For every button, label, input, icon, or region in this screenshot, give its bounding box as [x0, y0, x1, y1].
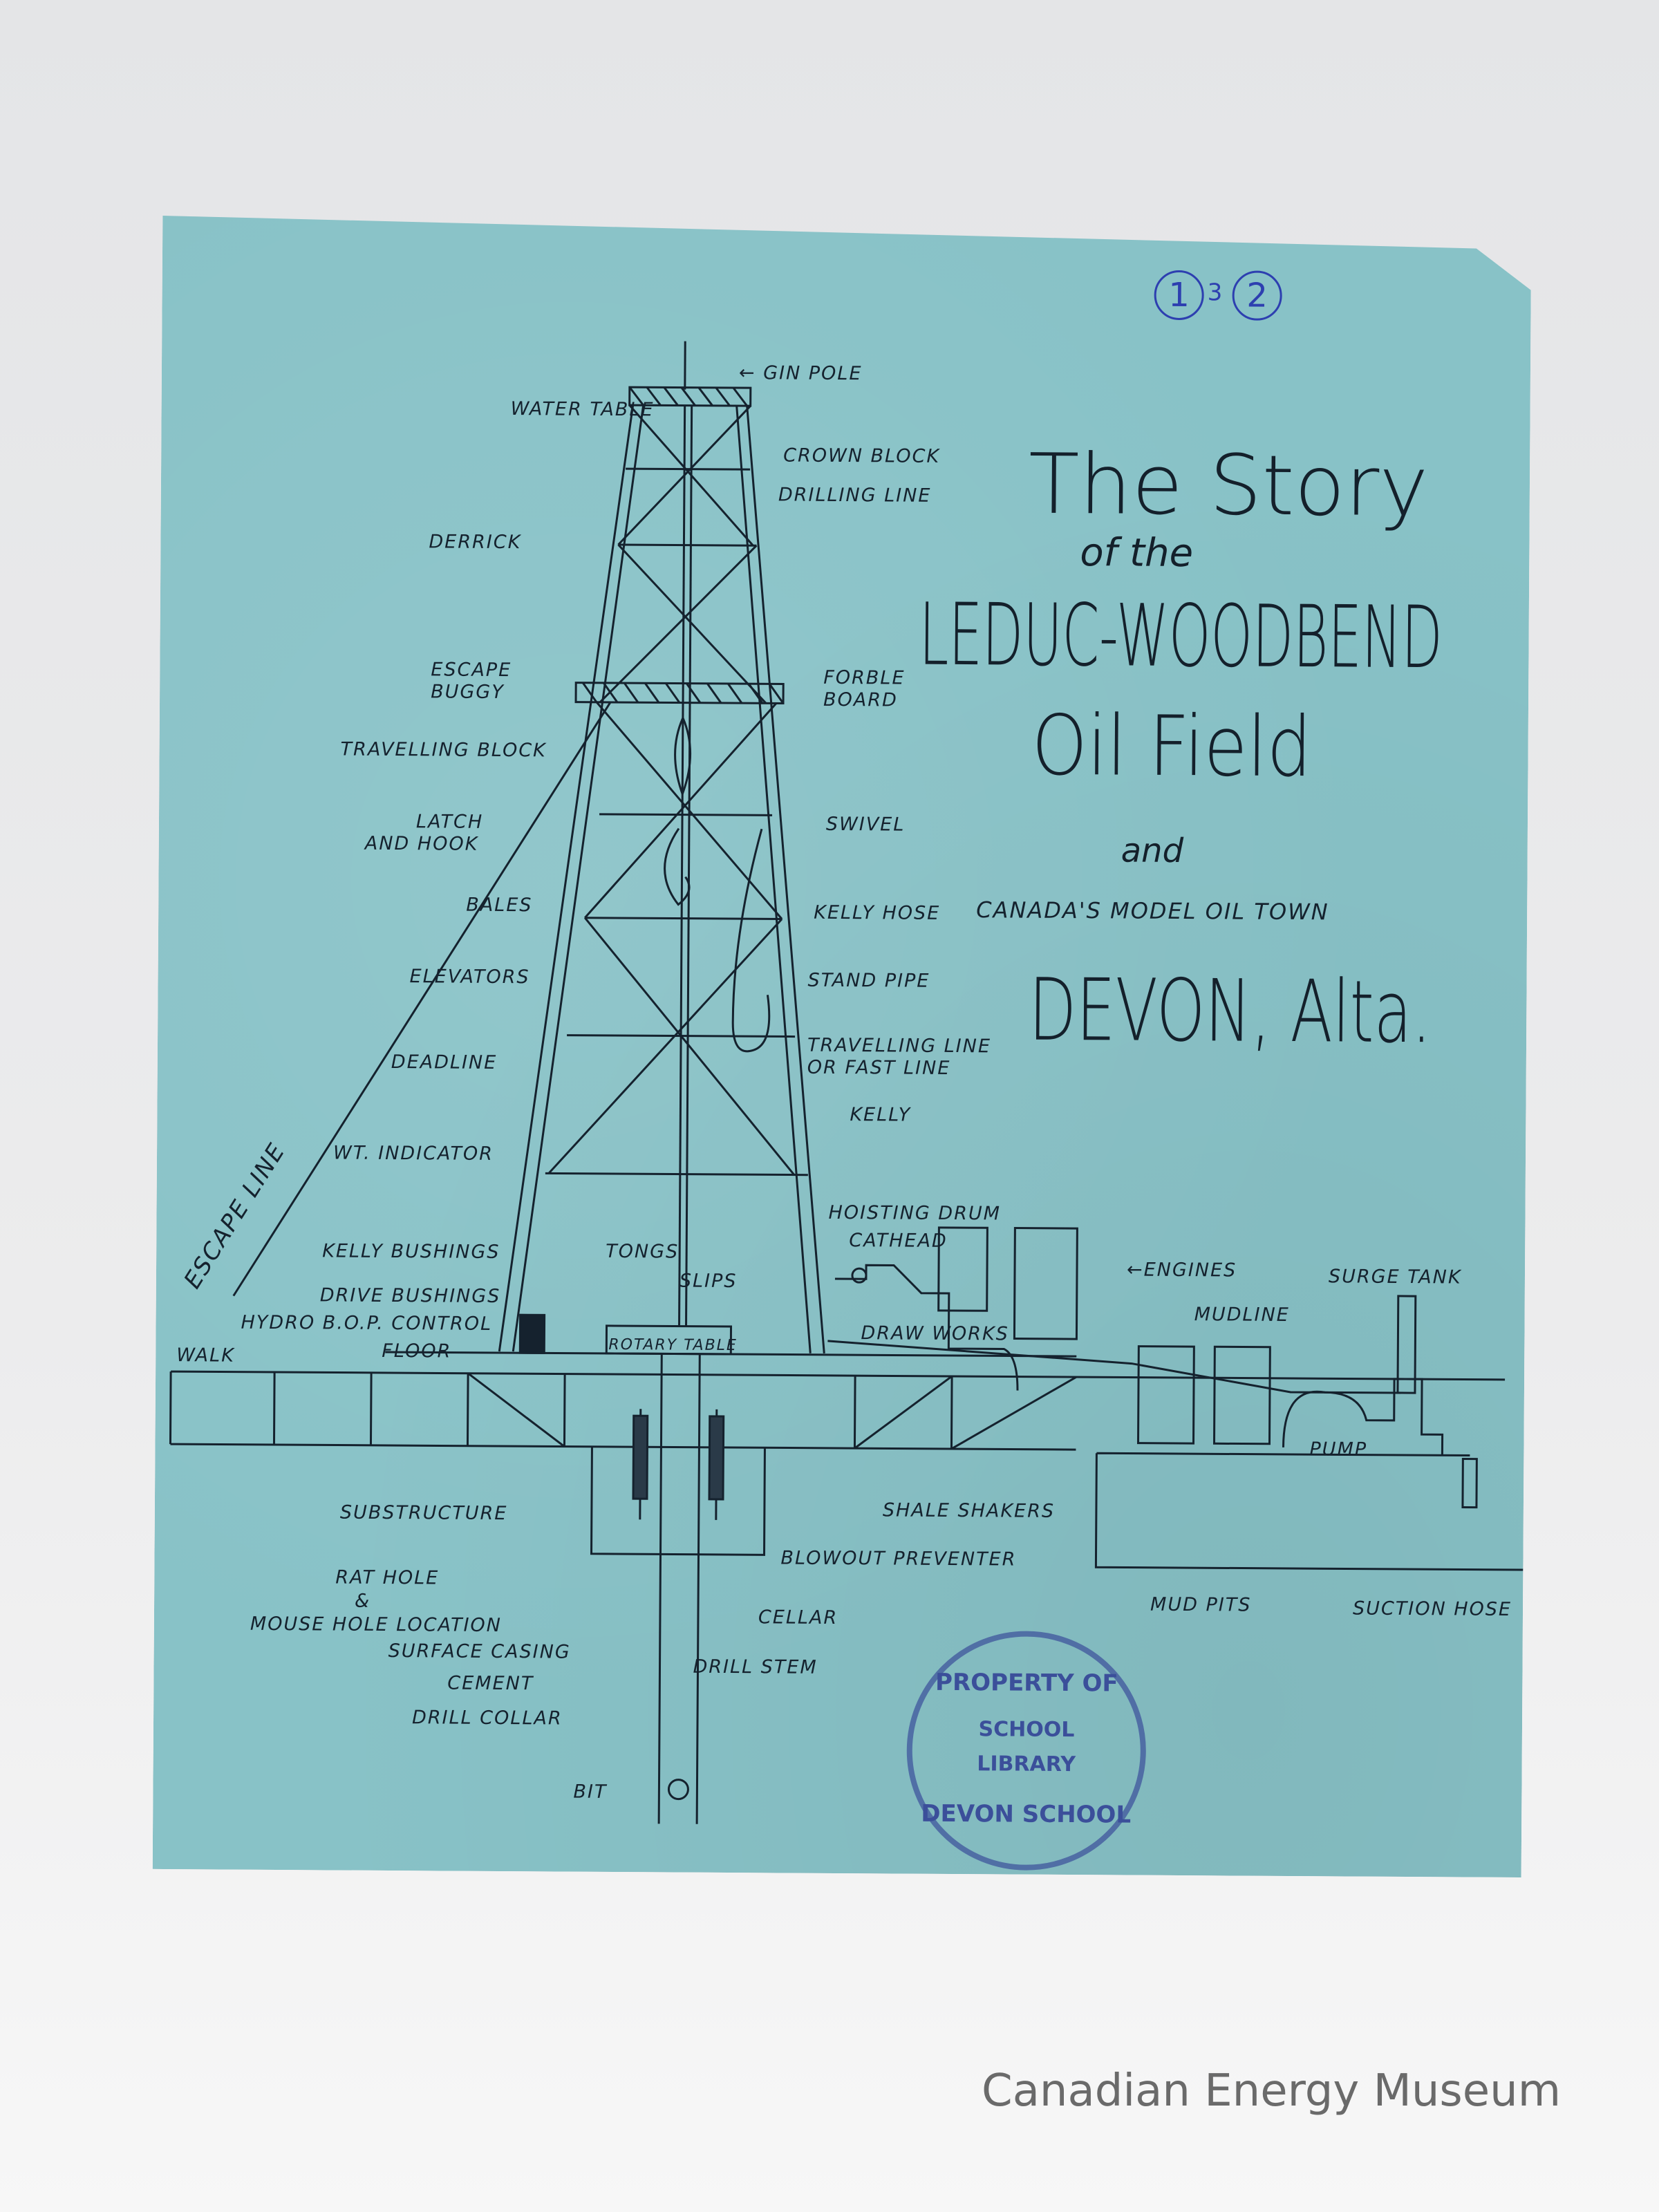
label-surface-casing: SURFACE CASING [388, 1640, 571, 1663]
label-drilling-line: DRILLING LINE [778, 484, 932, 507]
label-latch-1: LATCH [415, 811, 484, 833]
label-travelling-line-1: TRAVELLING LINE [807, 1034, 992, 1058]
label-wt-indicator: WT. INDICATOR [332, 1142, 494, 1165]
label-hoisting-drum: HOISTING DRUM [828, 1201, 1002, 1225]
label-kelly-bushings: KELLY BUSHINGS [322, 1240, 500, 1263]
stamp-text: PROPERTY OF [935, 1668, 1118, 1698]
stamp-text: DEVON SCHOOL [921, 1799, 1132, 1829]
label-walk: WALK [176, 1344, 235, 1367]
booklet-cover: The Story of the LEDUC-WOODBEND Oil Fiel… [153, 216, 1532, 1877]
label-slips: SLIPS [679, 1270, 738, 1293]
label-derrick: DERRICK [429, 531, 522, 554]
label-mud-pits: MUD PITS [1150, 1593, 1252, 1616]
label-water-table: WATER TABLE [510, 398, 655, 421]
label-rat-hole-1: RAT HOLE [335, 1566, 440, 1589]
label-cellar: CELLAR [758, 1606, 838, 1629]
label-travelling-block: TRAVELLING BLOCK [340, 738, 547, 762]
title-of-the: of the [1080, 530, 1194, 577]
label-drill-collar: DRILL COLLAR [411, 1707, 563, 1730]
label-blowout-preventer: BLOWOUT PREVENTER [780, 1547, 1017, 1571]
page-mark-2: 2 [1232, 270, 1282, 320]
label-deadline: DEADLINE [391, 1051, 498, 1074]
label-rotary-table: ROTARY TABLE [608, 1335, 738, 1355]
label-escape-buggy-2: BUGGY [431, 681, 505, 704]
stamp-text: LIBRARY [977, 1752, 1076, 1777]
label-bit: BIT [573, 1781, 608, 1803]
label-kelly-hose: KELLY HOSE [814, 901, 941, 924]
label-engines: ←ENGINES [1126, 1259, 1237, 1282]
label-rat-hole-2: & [354, 1590, 371, 1612]
label-drive-bushings: DRIVE BUSHINGS [319, 1284, 501, 1307]
label-shale-shakers: SHALE SHAKERS [882, 1499, 1056, 1522]
label-latch-2: AND HOOK [364, 832, 479, 855]
label-swivel: SWIVEL [825, 813, 906, 836]
page-mark-1: 1 [1154, 270, 1203, 320]
title-model-oil-town: CANADA'S MODEL OIL TOWN [976, 897, 1329, 926]
label-substructure: SUBSTRUCTURE [339, 1501, 508, 1525]
label-floor: FLOOR [382, 1340, 452, 1362]
label-cement: CEMENT [447, 1672, 534, 1695]
label-surge-tank: SURGE TANK [1328, 1266, 1462, 1288]
label-crown-block: CROWN BLOCK [783, 444, 941, 467]
label-mudline: MUDLINE [1194, 1304, 1290, 1326]
title-oil-field: Oil Field [1031, 697, 1312, 796]
label-pump: PUMP [1309, 1438, 1368, 1461]
label-escape-buggy-1: ESCAPE [431, 659, 512, 682]
label-draw-works: DRAW WORKS [861, 1322, 1009, 1345]
label-bales: BALES [466, 894, 533, 917]
label-elevators: ELEVATORS [409, 966, 530, 988]
library-stamp: PROPERTY OF SCHOOL LIBRARY DEVON SCHOOL [906, 1631, 1147, 1871]
title-and: and [1121, 831, 1184, 871]
label-cathead: CATHEAD [849, 1230, 948, 1252]
title-devon-alta: DEVON, Alta. [1028, 960, 1432, 1063]
label-suction-hose: SUCTION HOSE [1352, 1597, 1512, 1620]
label-travelling-line-2: OR FAST LINE [807, 1056, 951, 1079]
page-mark-sep: 3 [1207, 279, 1223, 307]
label-hydro-bop: HYDRO B.O.P. CONTROL [241, 1311, 493, 1335]
label-forble-board-1: FORBLE [823, 666, 906, 689]
museum-watermark: Canadian Energy Museum [982, 2065, 1562, 2117]
label-gin-pole: ← GIN POLE [738, 362, 863, 385]
oil-rig-diagram [153, 216, 1532, 1877]
title-leduc-woodbend: LEDUC-WOODBEND [919, 585, 1443, 688]
stamp-text: SCHOOL [978, 1717, 1075, 1743]
label-kelly: KELLY [850, 1104, 912, 1126]
label-forble-board-2: BOARD [823, 688, 898, 711]
title-the-story: The Story [1028, 436, 1429, 536]
label-stand-pipe: STAND PIPE [807, 969, 930, 992]
label-tongs: TONGS [606, 1240, 679, 1263]
label-drill-stem: DRILL STEM [693, 1656, 818, 1678]
label-rat-hole-3: MOUSE HOLE LOCATION [250, 1613, 503, 1637]
